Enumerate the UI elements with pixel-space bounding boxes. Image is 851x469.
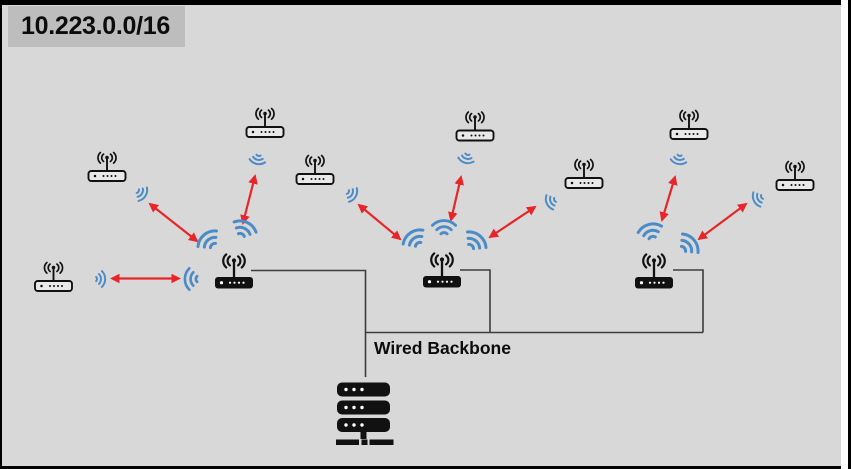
wireless-link-7 bbox=[659, 175, 678, 222]
wired-link-ap3 bbox=[673, 269, 704, 333]
subnet-title: 10.223.0.0/16 bbox=[8, 6, 185, 47]
wired-backbone-label: Wired Backbone bbox=[374, 338, 511, 358]
server-icon bbox=[336, 382, 394, 445]
wireless-link-4 bbox=[357, 203, 402, 241]
wireless-link-5 bbox=[448, 175, 464, 222]
wireless-link-6 bbox=[488, 205, 537, 239]
wired-link-ap2 bbox=[460, 269, 491, 333]
wired-link-ap1-server bbox=[251, 269, 367, 377]
right-margin bbox=[841, 0, 848, 469]
wireless-link-2 bbox=[148, 202, 199, 243]
wireless-link-8 bbox=[697, 202, 748, 241]
wireless-link-3 bbox=[240, 174, 258, 225]
